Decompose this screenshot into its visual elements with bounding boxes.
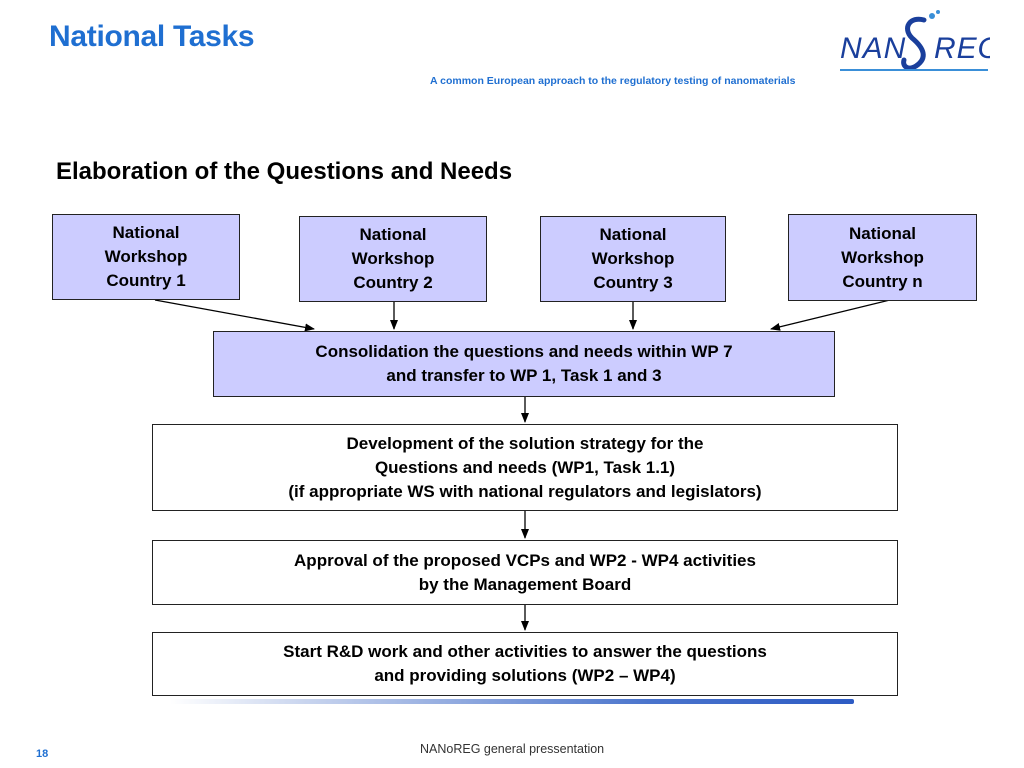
- development-box: Development of the solution strategy for…: [152, 424, 898, 511]
- workshop-box-country-3: National Workshop Country 3: [540, 216, 726, 302]
- nanoreg-logo: NAN REG: [840, 10, 990, 71]
- logo-s-mark: [901, 16, 927, 71]
- workshop-label: Country 2: [353, 273, 433, 292]
- page-number: 18: [36, 748, 49, 760]
- workshop-label: Country n: [842, 271, 923, 291]
- decorative-bar: [170, 699, 854, 704]
- section-heading: Elaboration of the Questions and Needs: [56, 158, 513, 185]
- step-text-line: Approval of the proposed VCPs and WP2 - …: [294, 550, 756, 570]
- step-text-line: by the Management Board: [418, 574, 632, 594]
- workshop-label: Workshop: [104, 247, 188, 266]
- slide-subtitle: A common European approach to the regula…: [430, 75, 796, 87]
- workshop-label: National: [359, 225, 427, 244]
- workshop-label: Country 1: [106, 271, 186, 290]
- step-text-line: Development of the solution strategy for…: [346, 433, 704, 453]
- arrow-wsn-to-consolidation: [770, 299, 891, 331]
- arrow-ws1-to-consolidation: [154, 299, 315, 332]
- logo-text-right: REG: [934, 32, 990, 65]
- logo-dot: [936, 10, 940, 14]
- workshop-label: Workshop: [841, 247, 924, 267]
- footer-text: NANoREG general pressentation: [420, 742, 605, 756]
- slide-title: National Tasks: [49, 20, 255, 53]
- workshop-label: Country 3: [593, 273, 673, 292]
- workshop-box-country-2: National Workshop Country 2: [299, 216, 487, 302]
- consolidation-box: Consolidation the questions and needs wi…: [213, 331, 835, 397]
- workshop-label: National: [599, 225, 667, 244]
- step-text-line: (if appropriate WS with national regulat…: [288, 481, 762, 501]
- step-text-line: Consolidation the questions and needs wi…: [315, 342, 733, 361]
- workshop-label: Workshop: [351, 249, 435, 268]
- logo-dot: [929, 13, 935, 19]
- logo-text-left: NAN: [840, 32, 906, 65]
- step-text-line: and providing solutions (WP2 – WP4): [374, 666, 676, 685]
- workshop-box-country-1: National Workshop Country 1: [52, 214, 240, 300]
- workshop-label: National: [848, 223, 917, 243]
- workshop-box-country-n: National Workshop Country n: [788, 214, 977, 301]
- workshop-label: Workshop: [591, 249, 675, 268]
- approval-box: Approval of the proposed VCPs and WP2 - …: [152, 540, 898, 605]
- step-text-line: and transfer to WP 1, Task 1 and 3: [386, 366, 662, 385]
- step-text-line: Questions and needs (WP1, Task 1.1): [374, 457, 676, 477]
- step-text-line: Start R&D work and other activities to a…: [283, 642, 767, 661]
- start-work-box: Start R&D work and other activities to a…: [152, 632, 898, 696]
- workshop-label: National: [112, 223, 180, 242]
